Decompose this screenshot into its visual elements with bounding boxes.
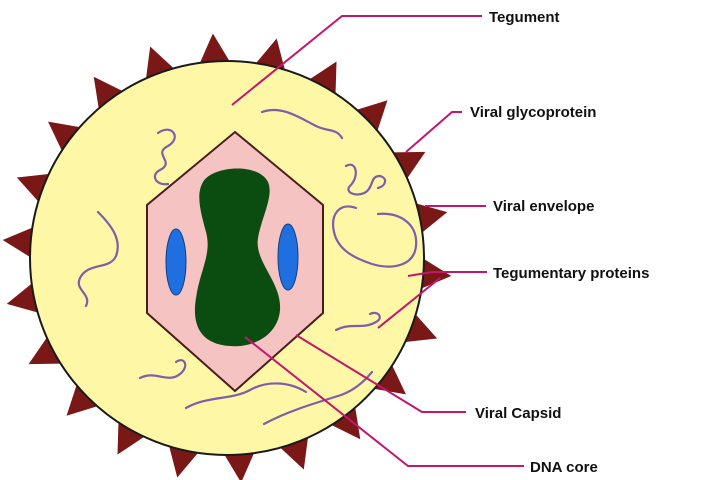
label-viral-envelope: Viral envelope: [493, 198, 594, 215]
label-dna-core: DNA core: [530, 459, 598, 476]
label-tegument: Tegument: [489, 9, 560, 26]
label-viral-glycoprotein: Viral glycoprotein: [470, 104, 596, 121]
glycoprotein-spike: [3, 228, 33, 257]
glycoprotein-spike: [225, 453, 254, 480]
glycoprotein-leader: [406, 112, 462, 152]
glycoprotein-spike: [200, 33, 229, 62]
label-viral-capsid: Viral Capsid: [475, 405, 561, 422]
right-blue-oval: [278, 224, 298, 290]
left-blue-oval: [166, 229, 186, 295]
label-tegumentary-proteins: Tegumentary proteins: [493, 265, 649, 282]
